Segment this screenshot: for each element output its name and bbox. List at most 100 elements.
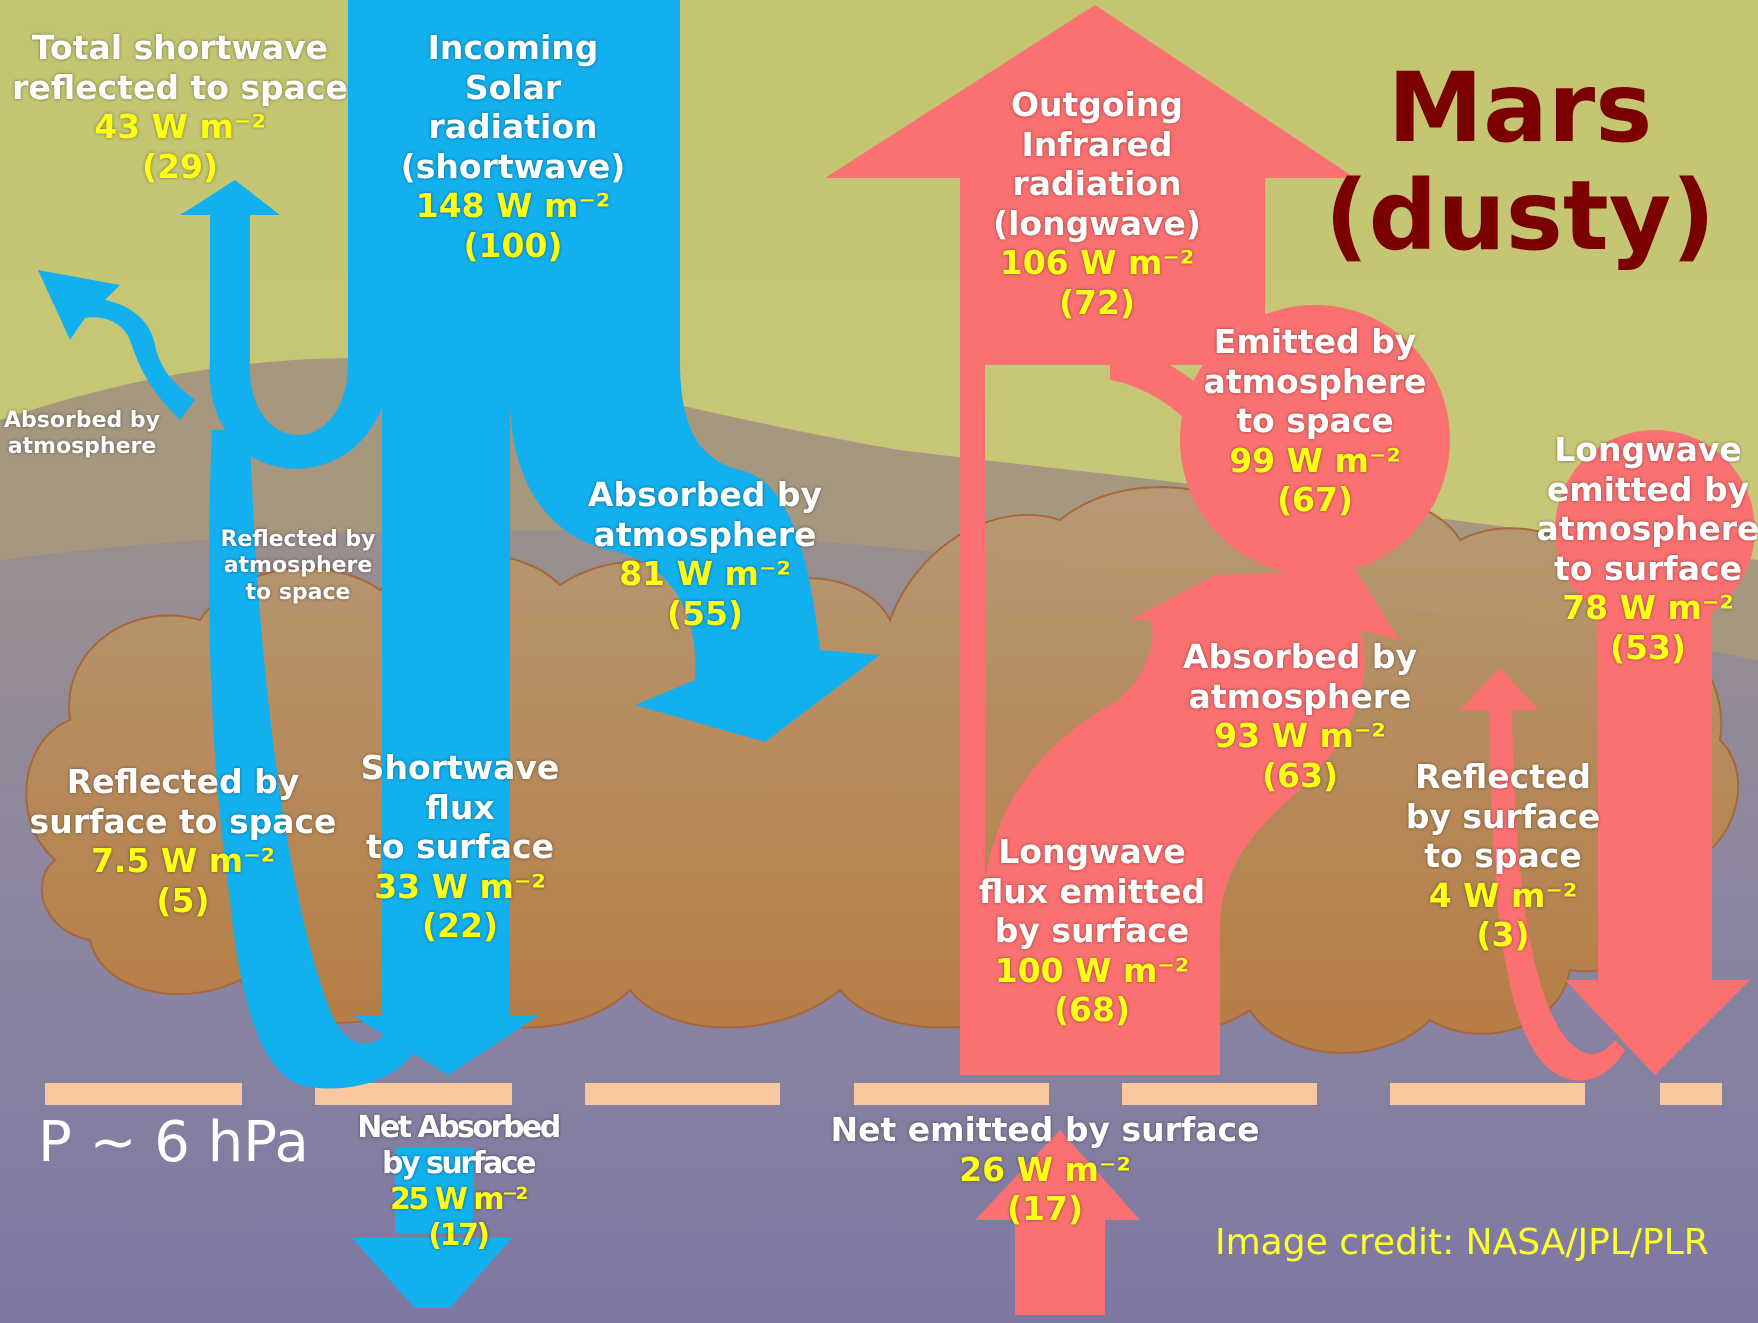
surface-dash bbox=[585, 1083, 780, 1105]
reflected-surface-label: Reflected by surface to space 7.5 W m⁻² … bbox=[30, 762, 337, 920]
label-line: surface to space bbox=[29, 801, 337, 841]
label-line: Solar bbox=[464, 67, 562, 107]
shortwave-flux-label: Shortwave flux to surface 33 W m⁻² (22) bbox=[361, 748, 560, 946]
planet-title-line2: (dusty) bbox=[1324, 159, 1716, 272]
percent-text: (53) bbox=[1609, 627, 1687, 667]
outgoing-ir-stem bbox=[960, 170, 1265, 365]
reflected-lw-arrow bbox=[1460, 668, 1625, 1081]
surface-dash bbox=[45, 1083, 242, 1105]
percent-text: (100) bbox=[463, 225, 563, 265]
label-line: emitted by bbox=[1546, 469, 1750, 509]
label-line: flux bbox=[425, 787, 495, 827]
percent-text: (63) bbox=[1261, 755, 1339, 795]
absorbed-shortwave-label: Absorbed by atmosphere 81 W m⁻² (55) bbox=[588, 475, 822, 633]
surface-line bbox=[45, 1083, 1722, 1105]
longwave-surface-body bbox=[985, 570, 1400, 1075]
label-line: Outgoing bbox=[1010, 85, 1184, 124]
reflected-atmosphere-label: Reflected by atmosphere to space bbox=[220, 527, 375, 606]
label-line: by surface bbox=[994, 911, 1190, 951]
shortwave-flux-arrow bbox=[382, 360, 510, 1020]
label-line: Infrared bbox=[1021, 124, 1173, 164]
label-line: Absorbed by bbox=[1183, 637, 1417, 676]
value-text: 81 W m⁻² bbox=[619, 554, 791, 594]
lw-to-surface-arrow bbox=[1565, 470, 1750, 1075]
label-line: atmosphere bbox=[1203, 361, 1427, 401]
label-line: Shortwave bbox=[360, 748, 560, 787]
incoming-solar-arrow bbox=[348, 0, 680, 360]
label-line: Emitted by bbox=[1213, 322, 1417, 361]
reflected-by-atmosphere-arrow bbox=[180, 180, 390, 469]
label-line: atmosphere bbox=[7, 434, 157, 460]
label-line: Absorbed by bbox=[4, 408, 160, 433]
percent-text: (17) bbox=[1006, 1189, 1084, 1229]
label-line: Longwave bbox=[998, 832, 1186, 871]
label-line: to space bbox=[245, 579, 351, 605]
label-line: Net emitted by surface bbox=[830, 1110, 1260, 1149]
percent-text: (67) bbox=[1276, 480, 1354, 520]
value-text: 93 W m⁻² bbox=[1214, 716, 1386, 756]
percent-text: (29) bbox=[141, 146, 219, 186]
lw-surface-label: Longwave flux emitted by surface 100 W m… bbox=[979, 832, 1205, 1030]
value-text: 99 W m⁻² bbox=[1229, 440, 1401, 480]
percent-text: (17) bbox=[428, 1218, 490, 1253]
label-line: to space bbox=[1236, 401, 1394, 441]
value-text: 26 W m⁻² bbox=[959, 1149, 1131, 1189]
emitted-by-atmosphere-circle bbox=[1180, 305, 1450, 575]
value-text: 43 W m⁻² bbox=[94, 107, 266, 147]
surface-dash bbox=[1122, 1083, 1317, 1105]
surface-dash bbox=[1660, 1083, 1722, 1105]
label-line: by surface bbox=[1405, 796, 1601, 836]
label-line: Longwave bbox=[1554, 430, 1742, 469]
value-text: 25 W m⁻² bbox=[390, 1182, 528, 1217]
value-text: 106 W m⁻² bbox=[999, 243, 1195, 283]
label-line: to space bbox=[1424, 836, 1582, 876]
label-line: radiation bbox=[1012, 164, 1182, 204]
pressure-label: P ~ 6 hPa bbox=[38, 1110, 309, 1175]
surface-dash bbox=[1390, 1083, 1585, 1105]
absorbed-small-arrow bbox=[38, 270, 195, 420]
label-line: Absorbed by bbox=[588, 475, 822, 514]
total-reflected-label: Total shortwave reflected to space 43 W … bbox=[12, 28, 348, 186]
net-emitted-arrowhead bbox=[975, 1130, 1140, 1220]
label-line: (shortwave) bbox=[400, 146, 626, 186]
net-absorbed-stem bbox=[395, 1148, 473, 1233]
label-line: atmosphere bbox=[1188, 676, 1412, 716]
outgoing-ir-label: Outgoing Infrared radiation (longwave) 1… bbox=[993, 85, 1201, 323]
outgoing-ir-frame bbox=[960, 360, 985, 1075]
value-text: 148 W m⁻² bbox=[415, 186, 611, 226]
label-line: reflected to space bbox=[12, 67, 348, 107]
percent-text: (72) bbox=[1058, 282, 1136, 322]
surface-dash bbox=[854, 1083, 1049, 1105]
lw-to-surface-label: Longwave emitted by atmosphere to surfac… bbox=[1537, 430, 1758, 668]
absorbed-longwave-label: Absorbed by atmosphere 93 W m⁻² (63) bbox=[1183, 637, 1417, 795]
label-line: Reflected bbox=[1415, 757, 1591, 796]
percent-text: (3) bbox=[1476, 915, 1530, 955]
absorbed-small-label: Absorbed by atmosphere bbox=[4, 408, 160, 461]
lw-to-surface-cap bbox=[1555, 430, 1755, 630]
label-line: radiation bbox=[428, 107, 598, 147]
label-line: Reflected by bbox=[66, 762, 300, 801]
outgoing-ir-arrowhead bbox=[825, 5, 1355, 178]
surface-dash bbox=[315, 1083, 512, 1105]
label-line: to surface bbox=[366, 827, 554, 867]
percent-text: (68) bbox=[1053, 990, 1131, 1030]
reflected-lw-label: Reflected by surface to space 4 W m⁻² (3… bbox=[1406, 757, 1601, 955]
incoming-solar-label: Incoming Solar radiation (shortwave) 148… bbox=[401, 28, 626, 266]
value-text: 100 W m⁻² bbox=[994, 950, 1190, 990]
label-line: Incoming bbox=[427, 28, 599, 67]
percent-text: (55) bbox=[666, 593, 744, 633]
reflected-by-surface-arrow bbox=[209, 430, 422, 1089]
value-text: 78 W m⁻² bbox=[1562, 588, 1734, 628]
label-line: Reflected by bbox=[220, 527, 376, 552]
value-text: 4 W m⁻² bbox=[1428, 875, 1578, 915]
label-line: atmosphere bbox=[223, 553, 373, 579]
value-text: 33 W m⁻² bbox=[374, 866, 546, 906]
net-absorbed-label: Net Absorbed by surface 25 W m⁻² (17) bbox=[357, 1110, 561, 1254]
percent-text: (22) bbox=[421, 906, 499, 946]
image-credit: Image credit: NASA/JPL/PLR bbox=[1215, 1222, 1709, 1263]
absorbed-sw-arrow bbox=[510, 360, 880, 742]
label-line: atmosphere bbox=[1536, 509, 1758, 549]
label-line: flux emitted bbox=[978, 871, 1206, 911]
